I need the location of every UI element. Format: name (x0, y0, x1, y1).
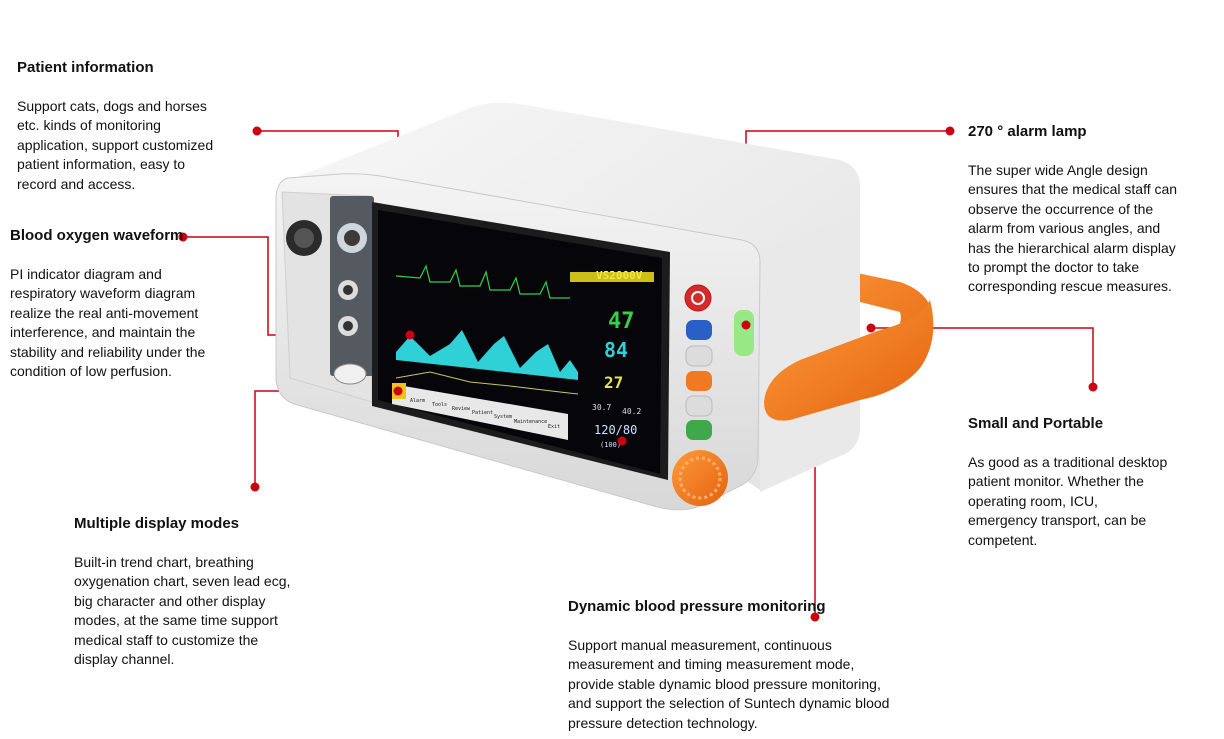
callout-alarm-lamp: 270 ° alarm lamp The super wide Angle de… (968, 123, 1177, 297)
display-dot (250, 482, 260, 492)
patient-dot (252, 126, 262, 136)
portable-line (871, 327, 1094, 387)
display-end-dot (393, 386, 403, 396)
callout-body: PI indicator diagram and respiratory wav… (10, 266, 206, 380)
callout-blood-pressure: Dynamic blood pressure monitoring Suppor… (568, 598, 889, 733)
callout-blood-oxygen: Blood oxygen waveform PI indicator diagr… (10, 227, 205, 381)
portable-end-dot (866, 323, 876, 333)
callout-display-modes: Multiple display modes Built-in trend ch… (74, 515, 290, 669)
callout-portable: Small and Portable As good as a traditio… (968, 415, 1167, 550)
callout-body: Support cats, dogs and horses etc. kinds… (17, 98, 214, 192)
spo2-dot (178, 232, 188, 242)
callout-body: As good as a traditional desktop patient… (968, 454, 1168, 548)
nibp-end-dot (617, 436, 627, 446)
portable-dot (1088, 382, 1098, 392)
callout-title: Dynamic blood pressure monitoring (568, 598, 826, 615)
alarm-end-dot (741, 320, 751, 330)
callout-title: Patient information (17, 59, 154, 76)
callout-body: Support manual measurement, continuous m… (568, 637, 890, 731)
alarm-dot (945, 126, 955, 136)
callout-patient-information: Patient information Support cats, dogs a… (17, 59, 213, 194)
callout-title: Blood oxygen waveform (10, 227, 184, 244)
callout-title: Small and Portable (968, 415, 1104, 432)
callout-title: 270 ° alarm lamp (968, 123, 1087, 140)
callout-body: Built-in trend chart, breathing oxygenat… (74, 554, 291, 668)
callout-title: Multiple display modes (74, 515, 240, 532)
nibp-dot (810, 612, 820, 622)
spo2-end-dot (405, 330, 415, 340)
callout-body: The super wide Angle design ensures that… (968, 162, 1178, 295)
